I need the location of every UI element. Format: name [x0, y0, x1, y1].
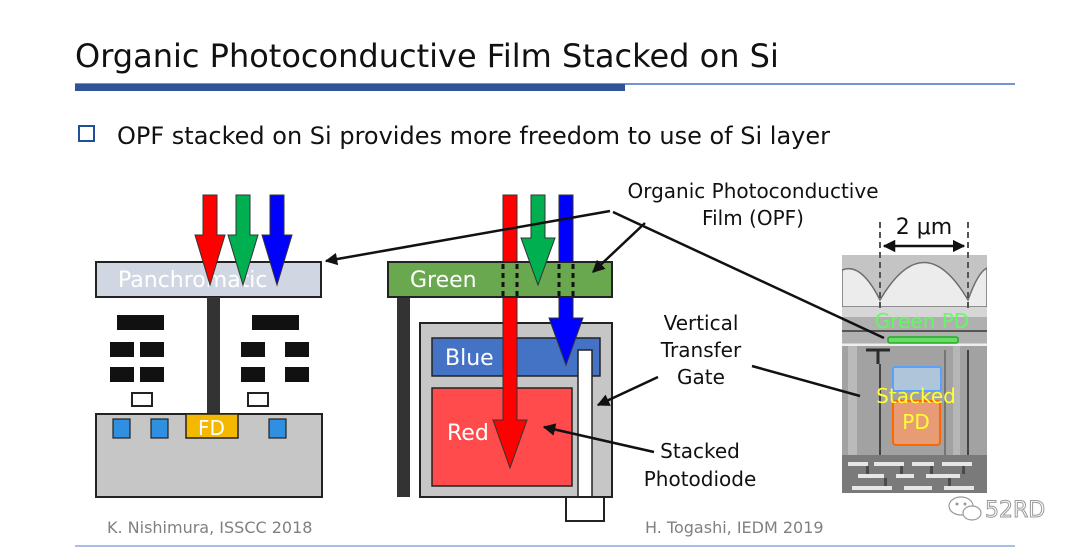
vtg-label-line2: Transfer: [660, 338, 742, 362]
left-citation: K. Nishimura, ISSCC 2018: [107, 518, 312, 537]
green-opf-layer: [387, 261, 613, 298]
right-citation: H. Togashi, IEDM 2019: [645, 518, 824, 537]
opf-label-line1: Organic Photoconductive: [627, 179, 878, 203]
slide-title: Organic Photoconductive Film Stacked on …: [75, 37, 779, 75]
transmission-dashes: [501, 264, 575, 297]
metal-wiring-block: [241, 367, 265, 382]
metal-wiring-block: [285, 367, 309, 382]
diffusion-region: [268, 418, 287, 439]
red-light-arrow: [492, 194, 528, 470]
watermark-text: 52RD: [985, 498, 1045, 523]
green-pd-label: Green PD: [875, 309, 969, 333]
leader-opf-to-green: [592, 222, 646, 273]
metal-wiring-block: [140, 342, 164, 357]
title-underline-thick: [75, 84, 625, 91]
contact-pillar: [207, 297, 220, 415]
metal-wiring-block: [110, 342, 134, 357]
gate-block: [247, 392, 269, 407]
leader-spd-to-red: [542, 423, 655, 454]
red-light-arrow: [194, 194, 226, 287]
metal-wiring-block: [241, 342, 265, 357]
scale-label: 2 μm: [896, 215, 952, 240]
leader-opf-to-panchromatic: [324, 209, 611, 266]
green-light-arrow: [227, 194, 259, 287]
leader-opf-to-micrograph: [612, 210, 885, 340]
fd-label: FD: [198, 416, 225, 440]
metal-wiring-block: [110, 367, 134, 382]
left-diagram: Panchromatic FD K. Nishimura, ISSCC 2018: [95, 194, 323, 537]
leader-vtg-to-gate: [596, 375, 659, 407]
middle-diagram: Blue Red Green H. Togashi, IEDM 2019: [387, 194, 824, 537]
bullet-text: OPF stacked on Si provides more freedom …: [117, 122, 830, 150]
gate-block: [131, 392, 153, 407]
stacked-pd-label-line2: PD: [902, 410, 929, 434]
green-pd-outline: [887, 336, 959, 344]
scale-bar: 2 μm: [879, 215, 969, 310]
square-bullet-icon: [78, 125, 95, 142]
green-label: Green: [410, 268, 477, 293]
wechat-icon: [948, 496, 982, 521]
green-light-arrow: [520, 194, 556, 287]
microlens: [842, 261, 987, 308]
diffusion-region: [150, 418, 169, 439]
red-pd-outline: [892, 400, 941, 446]
spd-label-line2: Photodiode: [644, 467, 757, 491]
metal-wiring-block: [117, 315, 164, 330]
stacked-pd-label-line1: Stacked: [876, 384, 956, 408]
leader-vtg-to-micrograph: [751, 364, 861, 398]
metal-wiring-block: [285, 342, 309, 357]
contact-pillar: [397, 297, 410, 497]
red-label: Red: [447, 421, 489, 446]
opf-label-line2: Film (OPF): [702, 206, 804, 230]
blue-label: Blue: [445, 346, 494, 371]
metal-wiring-block: [252, 315, 299, 330]
vtg-label-line1: Vertical: [664, 311, 739, 335]
transfer-gate-contact: [565, 496, 605, 522]
blue-light-arrow: [261, 194, 293, 287]
vtg-label-line3: Gate: [677, 365, 725, 389]
annotations: Organic Photoconductive Film (OPF) Verti…: [324, 179, 885, 491]
cross-section-micrograph: [842, 255, 987, 493]
fd-region: [185, 413, 239, 439]
vertical-transfer-gate: [577, 349, 593, 498]
blue-pd-outline: [892, 366, 942, 392]
watermark: 52RD: [948, 496, 1046, 524]
spd-label-line1: Stacked: [660, 439, 740, 463]
metal-wiring-block: [140, 367, 164, 382]
diffusion-region: [112, 418, 131, 439]
